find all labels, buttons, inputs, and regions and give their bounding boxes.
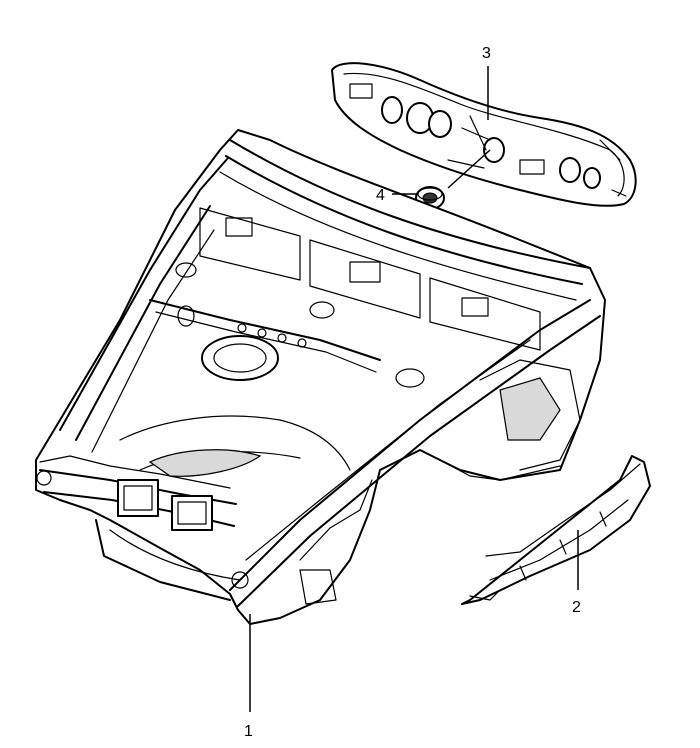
callout-1-label: 1 — [244, 723, 253, 740]
callout-3-label: 3 — [482, 45, 491, 62]
callout-3-extra-leader — [447, 149, 491, 189]
callout-2-label: 2 — [572, 599, 581, 616]
callout-4-label: 4 — [376, 187, 385, 204]
bulkhead-panel — [331, 62, 637, 207]
side-member-panel — [461, 455, 651, 605]
callout-4: 4 — [376, 187, 416, 204]
callout-3-grommet-line — [447, 149, 491, 189]
callout-3: 3 — [482, 45, 491, 120]
front-body-structure — [35, 129, 606, 625]
callout-2: 2 — [572, 530, 581, 616]
callout-1: 1 — [244, 614, 253, 740]
